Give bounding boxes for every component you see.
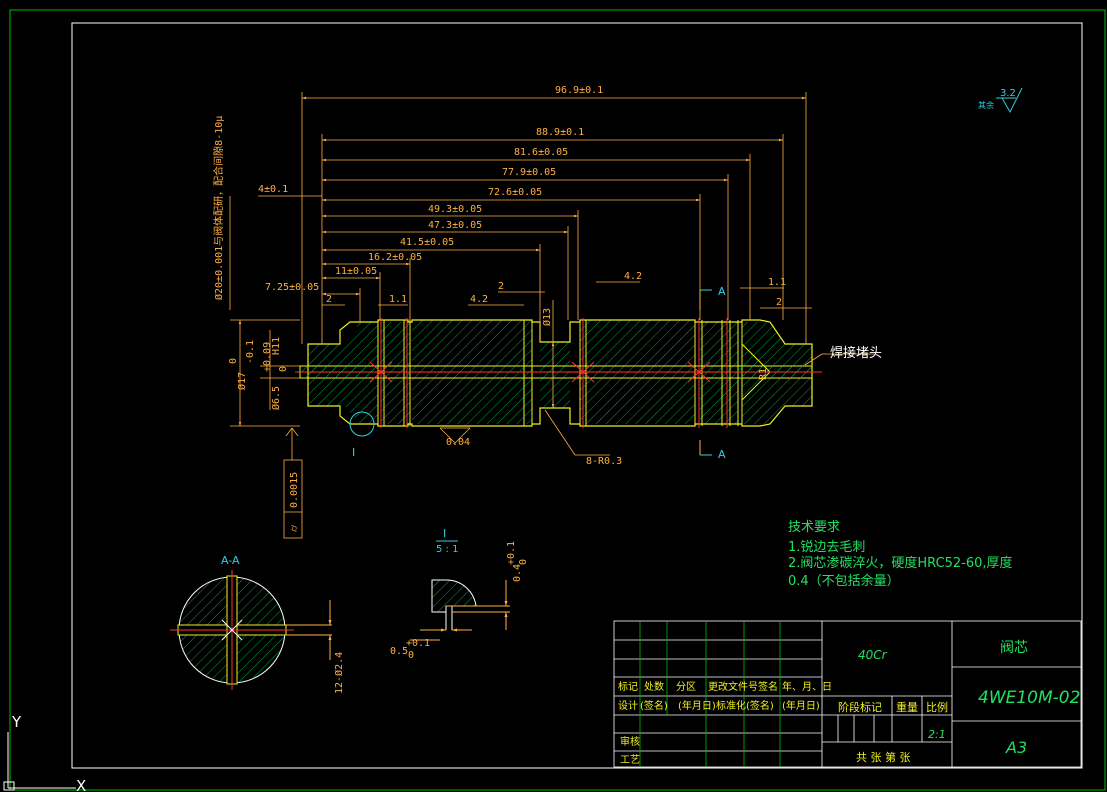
detail-dim-v-lower: 0: [518, 559, 529, 565]
tech-req-item-2: 2.阀芯渗碳淬火，硬度HRC52-60,厚度: [788, 555, 1013, 571]
tb-count-label: 处数: [644, 680, 664, 693]
section-mark-a-bottom: A: [718, 448, 726, 461]
ucs-x-label: X: [76, 777, 86, 792]
tb-scale-label: 比例: [926, 700, 948, 714]
dim-phi20-note: Ø20±0.001与阀体配研，配合间隙8-10μ: [212, 116, 225, 300]
tb-standard-date: (年月日): [782, 699, 820, 712]
tech-req-item-1: 1.锐边去毛刺: [788, 540, 865, 555]
detail-circle-i: [349, 411, 375, 437]
dim-72: 72.6±0.05: [488, 187, 542, 198]
tb-stage-label: 阶段标记: [838, 700, 882, 714]
dim-phi17: Ø17: [236, 372, 248, 390]
main-part-view: [295, 318, 822, 437]
dim-phi65-tol-lower: 0: [278, 366, 289, 372]
detail-dim-h-lower: 0: [408, 650, 414, 661]
dim-16: 16.2±0.05: [368, 252, 422, 263]
tb-standard-sign: (签名): [746, 699, 774, 712]
dim-42a: 4.2: [470, 294, 488, 305]
dim-49: 49.3±0.05: [428, 204, 482, 215]
cylindricity-icon: ⌭: [289, 524, 300, 532]
dim-2a: 2: [326, 294, 332, 305]
detail-dim-v: 0.4: [512, 564, 523, 582]
roughness-rest-label: 其余: [978, 100, 994, 110]
tb-scale-value: 2:1: [928, 728, 946, 741]
weld-plug-label: 焊接堵头: [830, 345, 882, 361]
roughness-value: 3.2: [1000, 88, 1016, 99]
dim-2b: 2: [498, 281, 504, 292]
tb-drawing-no: 4WE10M-02: [978, 688, 1080, 708]
outer-frame: [9, 9, 1106, 791]
tb-design-label: 设计: [618, 699, 638, 712]
dim-12-holes: 12-Ø2.4: [333, 652, 345, 694]
tb-process-label: 工艺: [620, 754, 640, 766]
detail-mark-i: I: [352, 446, 355, 459]
dim-88: 88.9±0.1: [536, 127, 584, 138]
roughness-symbol: [996, 87, 1023, 114]
detail-scale: 5 : 1: [436, 544, 458, 555]
tb-sign-label: 签名: [758, 680, 778, 693]
dim-phi65-fit: H11: [271, 337, 282, 355]
ucs-y-label: Y: [11, 713, 22, 731]
title-block-cols: [639, 621, 781, 767]
detail-dim-h-upper: +0.1: [406, 638, 430, 649]
tech-req-title: 技术要求: [788, 520, 840, 535]
tb-design-date: (年月日): [678, 699, 716, 712]
dim-overall-length: 96.9±0.1: [555, 85, 603, 96]
detail-i-view: [410, 540, 510, 641]
tb-design-sign: (签名): [640, 699, 668, 712]
tb-change-doc-label: 更改文件号: [708, 680, 758, 693]
tb-zone-label: 分区: [676, 681, 696, 693]
tb-date-label: 年、月、日: [782, 680, 832, 693]
tb-weight-label: 重量: [896, 700, 918, 714]
dim-7: 7.25±0.05: [265, 282, 319, 293]
dim-phi13: Ø13: [541, 308, 553, 326]
section-mark-a-top: A: [718, 285, 726, 298]
tb-part-name: 阀芯: [1000, 640, 1028, 656]
ucs-icon: [3, 732, 76, 791]
section-aa-view: [170, 570, 332, 690]
section-aa-title: A-A: [221, 554, 240, 567]
tech-req-item-3: 0.4（不包括余量）: [788, 573, 900, 589]
tb-standard-label: 标准化: [716, 699, 746, 712]
tb-sheets-label: 共 张 第 张: [856, 750, 911, 764]
tb-sheet-size: A3: [1005, 738, 1027, 757]
dim-11a: 1.1: [389, 294, 407, 305]
dim-phi17-tol-lower: -0.1: [245, 340, 256, 364]
dim-cylindricity: 0.0015: [289, 472, 300, 508]
dim-phi65-tol-upper: +0.09: [262, 342, 273, 372]
tb-material: 40Cr: [858, 648, 888, 662]
detail-dim-v-upper: +0.1: [506, 541, 517, 565]
dim-81: 81.6±0.05: [514, 147, 568, 158]
tb-review-label: 审核: [620, 735, 640, 748]
dim-phi17-tol-upper: 0: [228, 358, 239, 364]
dim-2c: 2: [776, 297, 782, 308]
dim-42b: 4.2: [624, 271, 642, 282]
detail-title-i: I: [443, 527, 446, 540]
dim-r03: 8-R0.3: [586, 456, 622, 467]
dim-small-r: R1: [758, 368, 769, 380]
dim-77: 77.9±0.05: [502, 167, 556, 178]
dim-phi65: Ø6.5: [270, 386, 282, 410]
dim-4: 4±0.1: [258, 184, 288, 195]
section-a-marks: [699, 289, 712, 456]
dim-flatness: 0.04: [446, 437, 470, 448]
inner-frame: [71, 22, 1083, 769]
tb-mark-label: 标记: [618, 681, 638, 693]
dim-41: 41.5±0.05: [400, 237, 454, 248]
dimension-lines: [229, 92, 876, 539]
dim-11b: 1.1: [768, 277, 786, 288]
title-block-grid: [613, 620, 1082, 768]
dim-47: 47.3±0.05: [428, 220, 482, 231]
detail-dim-h: 0.5: [390, 646, 408, 657]
dim-11: 11±0.05: [335, 266, 377, 277]
